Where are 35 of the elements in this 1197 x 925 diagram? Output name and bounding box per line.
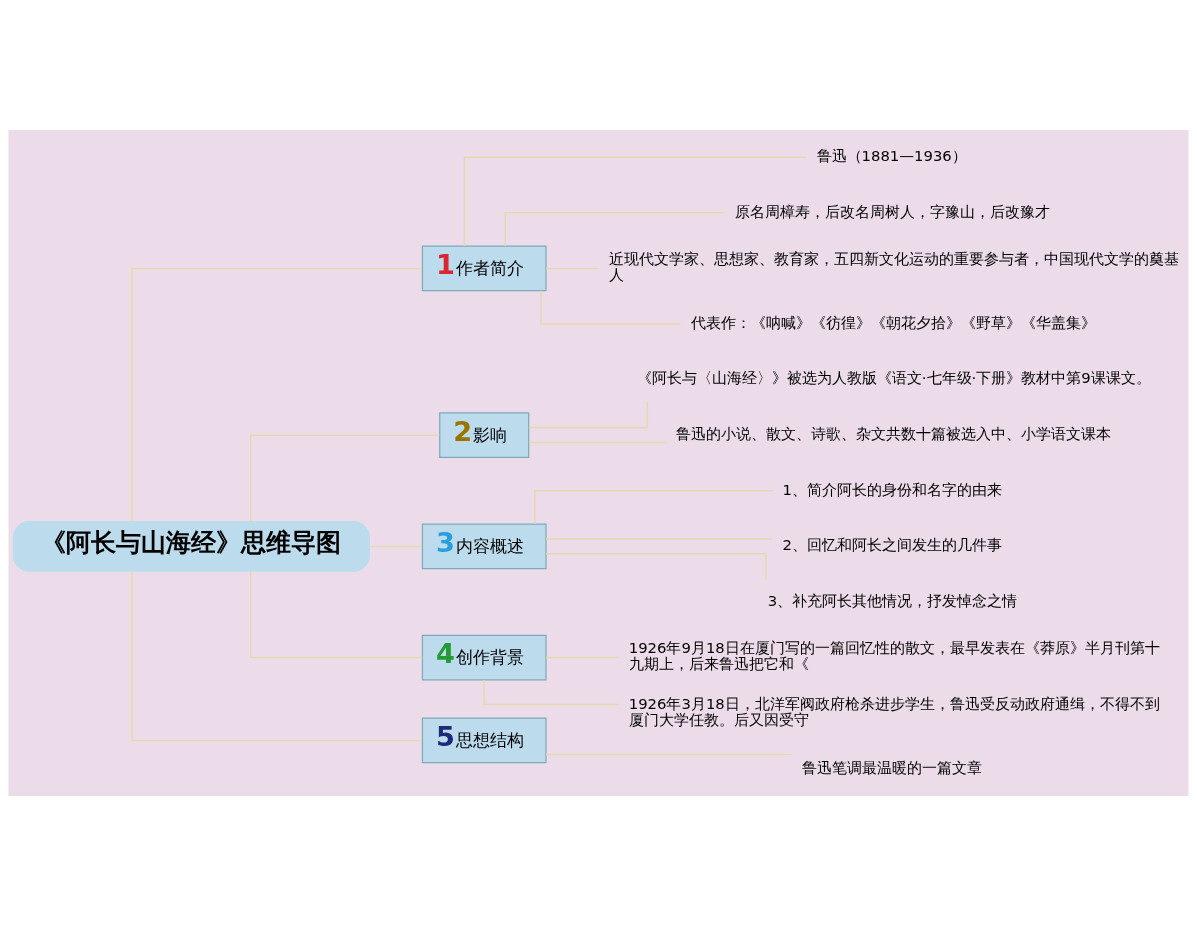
connector: [131, 267, 423, 522]
connector: [545, 753, 793, 755]
node-text: 3、补充阿长其他情况，抒发悼念之情: [767, 591, 1018, 609]
node-text: 1926年3月18日，北洋军阀政府枪杀进步学生，鲁迅受反动政府通缉，不得不到厦门大学任教。后又因受守: [628, 694, 1160, 728]
node-text: 代表作：《呐喊》《彷徨》《朝花夕拾》《野草》《华盖集》: [690, 313, 1096, 331]
connector: [368, 545, 423, 547]
connector: [504, 211, 726, 247]
connector: [528, 400, 649, 428]
node-box: 5思想结构: [421, 717, 547, 763]
connector: [534, 489, 774, 525]
node-text: 《阿长与〈山海经〉》被选为人教版《语文·七年级·下册》教材中第9课课文。: [636, 368, 1151, 386]
connector: [528, 441, 667, 443]
connector: [249, 570, 423, 658]
connector: [545, 267, 600, 269]
connector: [545, 656, 620, 658]
node-text: 原名周樟寿，后改名周树人，字豫山，后改豫才: [735, 202, 1051, 220]
node-box: 3 内容概述: [421, 523, 547, 569]
connector: [545, 552, 767, 580]
node-text: 1926年9月18日在厦门写的一篇回忆性的散文，最早发表在《莽原》半月刊第十九期上，后来鲁迅把它和《: [628, 638, 1160, 672]
connector: [249, 433, 440, 522]
connector: [131, 570, 423, 741]
connector: [483, 678, 620, 705]
connector: [463, 155, 808, 247]
connector: [545, 537, 774, 540]
node-text: 2、回忆和阿长之间发生的几件事: [782, 535, 1003, 553]
node-box: 2影响: [439, 411, 530, 458]
node-box: 《阿长与山海经》思维导图: [12, 520, 370, 572]
node-text: 近现代文学家、思想家、教育家，五四新文化运动的重要参与者，中国现代文学的奠基人: [609, 249, 1179, 283]
node-text: 鲁迅笔调最温暖的一篇文章: [801, 758, 982, 776]
node-text: 1、简介阿长的身份和名字的由来: [782, 480, 1003, 498]
connector: [540, 289, 682, 325]
node-box: 1作者简介: [421, 245, 547, 291]
node-text: 鲁迅（1881—1936）: [816, 146, 967, 164]
node-box: 4创作背景: [421, 634, 547, 680]
node-text: 鲁迅的小说、散文、诗歌、杂文共数十篇被选入中、小学语文课本: [675, 424, 1111, 442]
